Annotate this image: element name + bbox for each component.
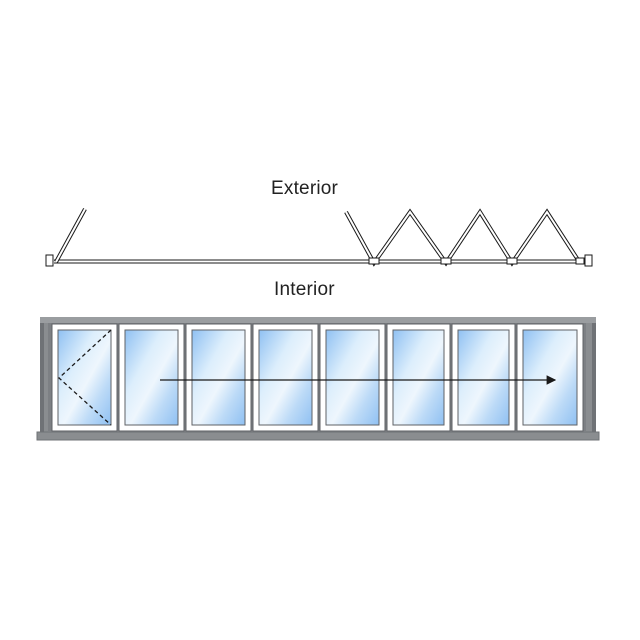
plan-left-jamb [45, 254, 54, 267]
panel-8 [516, 323, 584, 432]
plan-folded-panels [344, 208, 585, 267]
exterior-label: Exterior [271, 178, 339, 199]
panel-7 [451, 323, 516, 432]
panel-1 [51, 323, 118, 432]
panel-5 [319, 323, 386, 432]
plan-swing-panel [54, 208, 87, 263]
swing-indicator [58, 329, 112, 426]
interior-label: Interior [274, 279, 335, 300]
plan-right-jamb [584, 254, 593, 267]
plan-view [45, 208, 593, 267]
elevation-view [36, 317, 600, 441]
panel-4 [252, 323, 319, 432]
panel-3 [185, 323, 252, 432]
panel-6 [386, 323, 451, 432]
sill [36, 431, 600, 441]
panel-2 [118, 323, 185, 432]
